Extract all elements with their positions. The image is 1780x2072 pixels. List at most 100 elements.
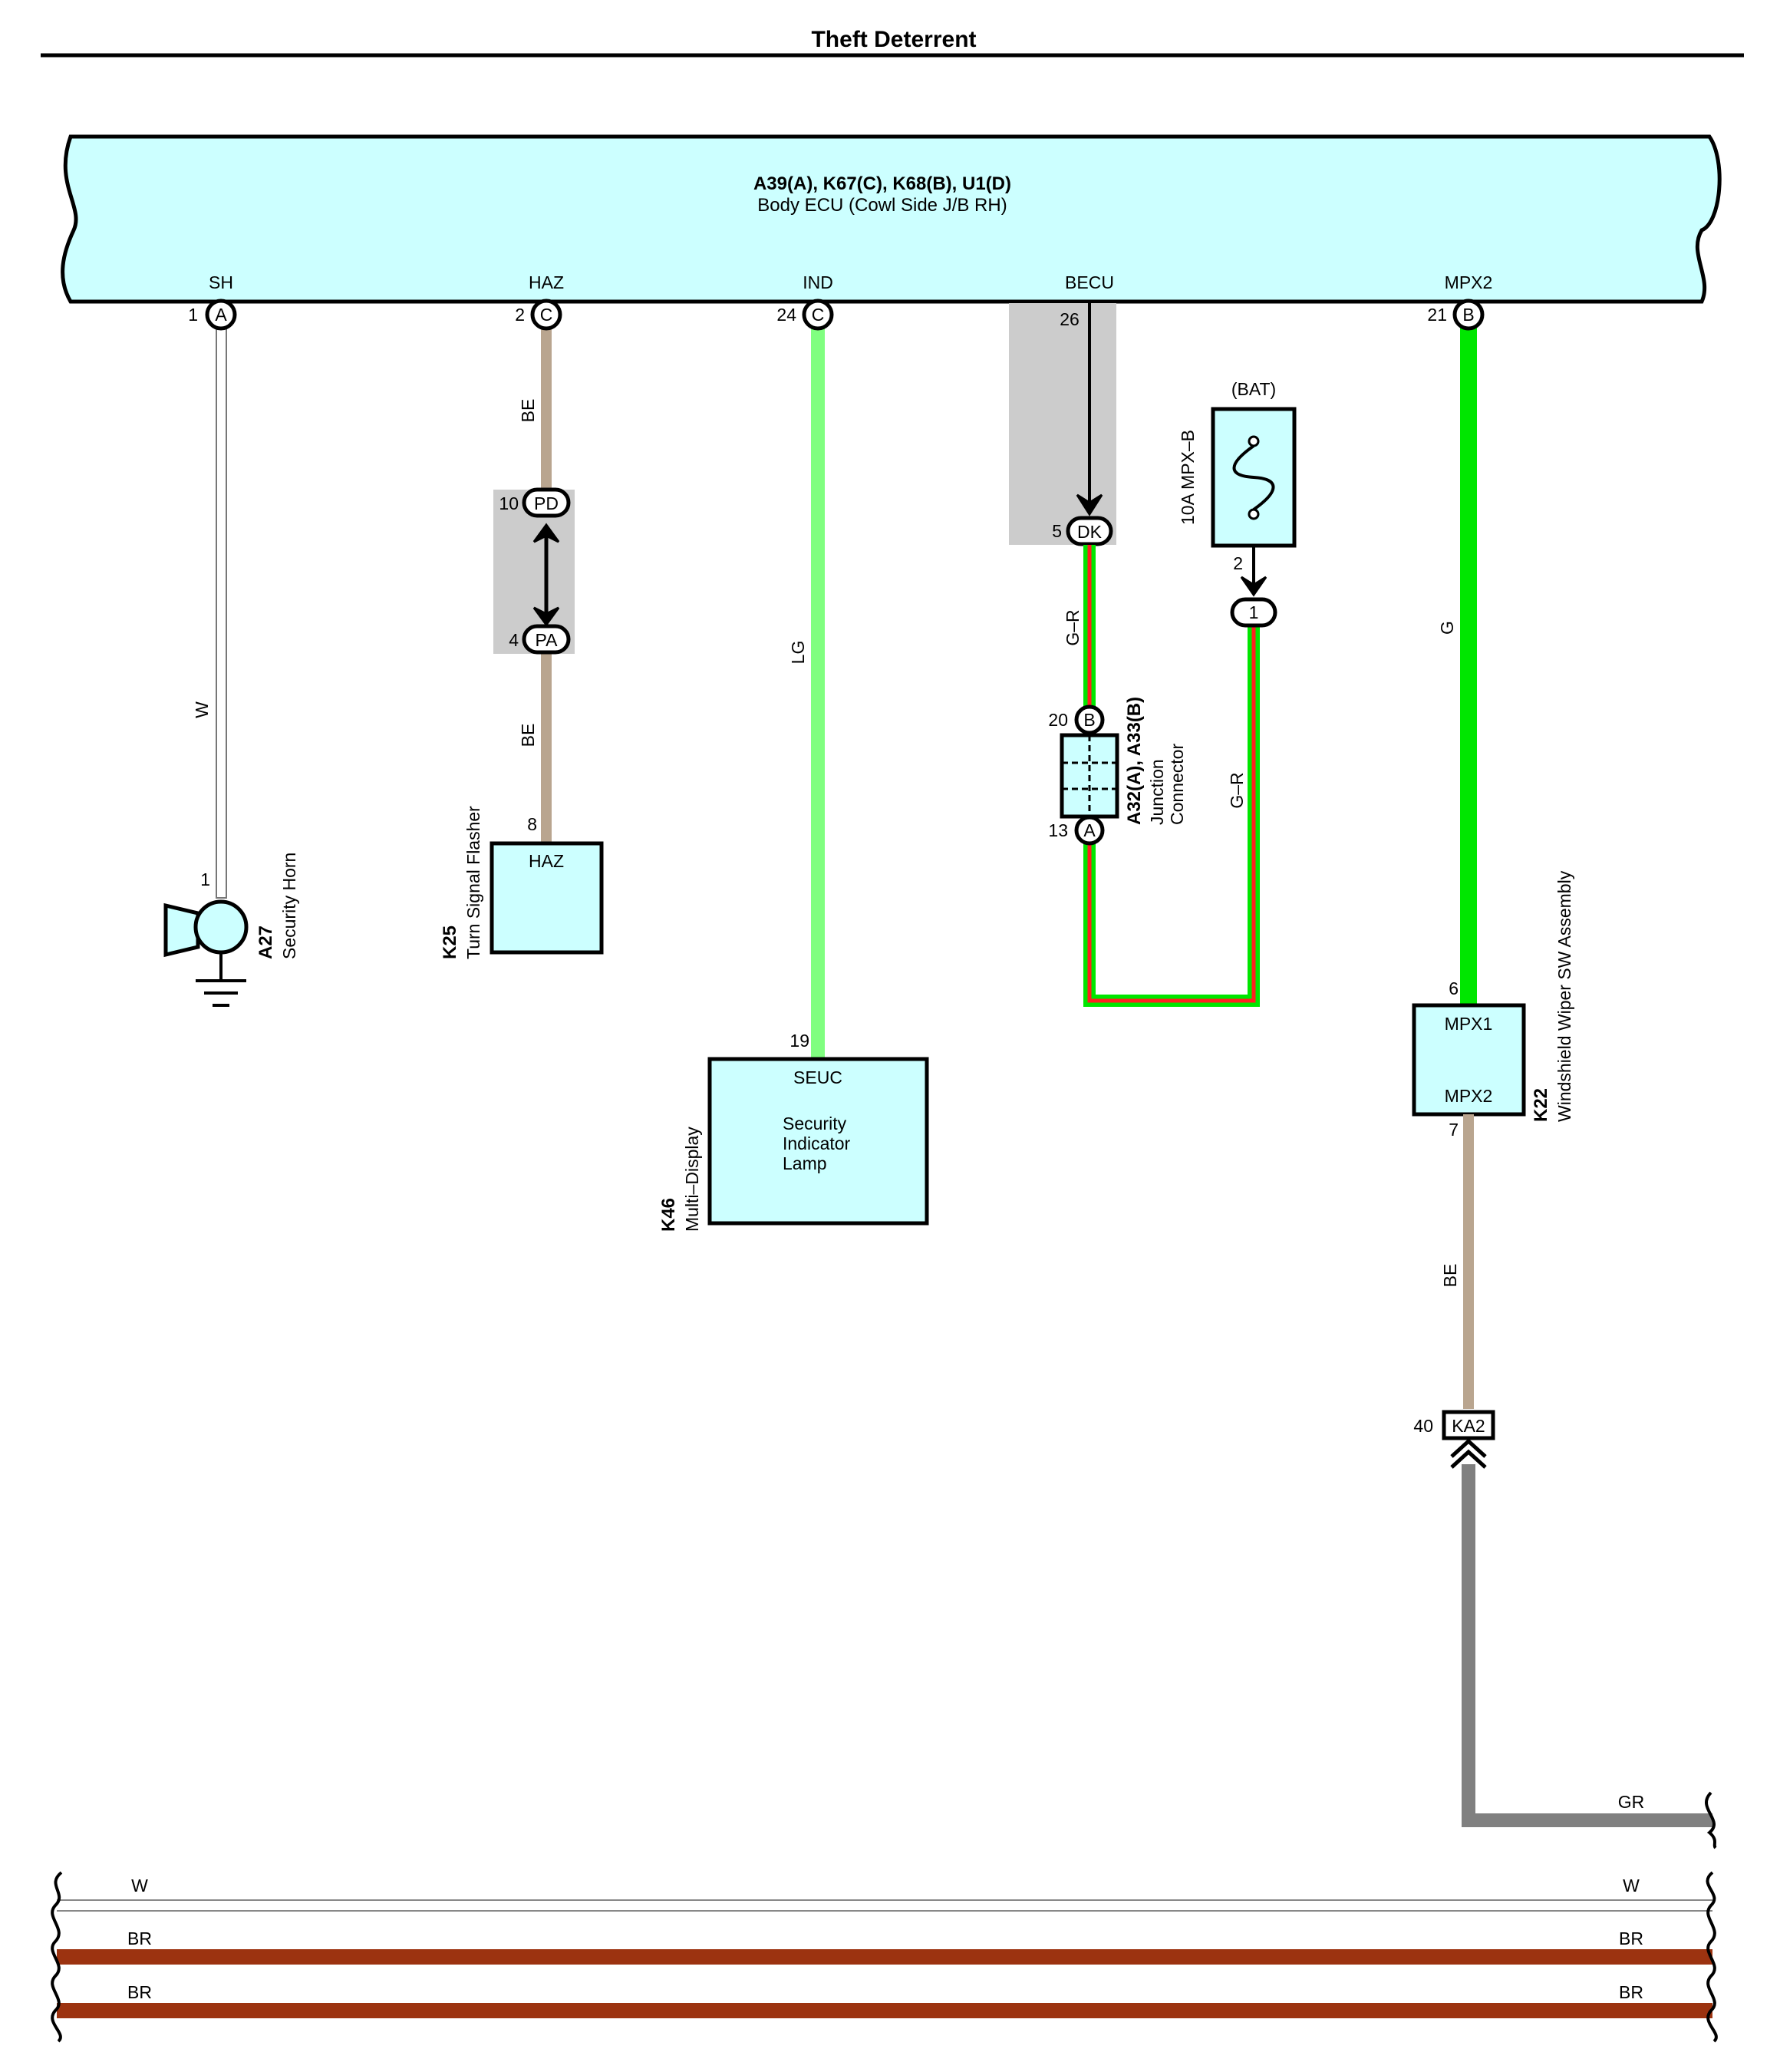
wire-sh-color: W (192, 701, 212, 718)
fuse-supply: (BAT) (1231, 379, 1276, 399)
wiper-name: Windshield Wiper SW Assembly (1554, 870, 1574, 1122)
junction-line-2: Connector (1167, 744, 1187, 825)
pin-pa (522, 624, 571, 655)
pin-haz-conn: C (540, 305, 553, 325)
body-ecu-block (61, 134, 1722, 304)
bus-break-left-icon (51, 1871, 63, 2043)
ecu-terminal-haz: HAZ (529, 272, 564, 292)
bus-br1-left: BR (127, 1928, 152, 1948)
wire-bat-color: G–R (1227, 772, 1247, 808)
wire-gr-color: GR (1618, 1792, 1645, 1812)
wiper-terminal-1: MPX1 (1445, 1014, 1493, 1034)
wire-mpx2-color: G (1437, 621, 1457, 635)
pin-sh (205, 299, 237, 331)
gr-break-icon (1705, 1791, 1717, 1849)
display-name: Multi–Display (682, 1127, 702, 1232)
pin-pa-name: PA (536, 630, 559, 650)
pin-ka2-name: KA2 (1452, 1416, 1485, 1436)
ecu-terminal-sh: SH (209, 272, 233, 292)
fuse-name: 10A MPX–B (1178, 430, 1198, 525)
pin-haz-num: 2 (515, 305, 525, 325)
wire-sh (216, 314, 227, 899)
pin-jc-b-num: 20 (1048, 710, 1068, 730)
flasher-code: K25 (440, 925, 460, 959)
horn-body (193, 899, 249, 955)
horn-name: Security Horn (279, 853, 299, 959)
bus-w-left: W (131, 1876, 148, 1895)
pin-pd (522, 487, 571, 518)
dk-arrow-icon (1076, 493, 1103, 516)
pin-ka2-num: 40 (1413, 1416, 1433, 1436)
horn-pin-num: 1 (200, 869, 210, 889)
display-code: K46 (658, 1198, 679, 1232)
pin-jc-b (1074, 704, 1105, 735)
pin-sh-conn: A (215, 305, 227, 325)
fuse-terminal-top (1248, 435, 1260, 447)
bus-w-right: W (1623, 1876, 1640, 1895)
pin-bat-out (1230, 597, 1277, 628)
pa-arrow-icon (532, 606, 560, 627)
wire-haz-upper-color: BE (518, 399, 538, 423)
pin-dk-name: DK (1077, 522, 1103, 542)
flasher-terminal: HAZ (529, 851, 564, 871)
display-pin-num: 19 (789, 1031, 809, 1051)
pin-haz (530, 299, 562, 331)
wire-haz-lower-color: BE (518, 724, 538, 747)
display-line-2: Indicator (783, 1133, 851, 1153)
pin-jc-a (1074, 815, 1105, 846)
wire-becu-color: G–R (1063, 609, 1083, 645)
multi-display (707, 1057, 929, 1226)
pd-arrow-icon (532, 523, 560, 543)
ecu-connectors: A39(A), K67(C), K68(B), U1(D) (753, 173, 1011, 194)
bus-line-w (57, 1899, 1712, 1912)
wire-gr (1462, 1464, 1712, 1827)
bus-br1-right: BR (1619, 1928, 1643, 1948)
wiper-terminal-2: MPX2 (1445, 1086, 1493, 1106)
ecu-name: Body ECU (Cowl Side J/B RH) (757, 195, 1007, 216)
wiper-code: K22 (1531, 1088, 1551, 1122)
wire-becu-gr (1083, 545, 1260, 1007)
wire-ind-color: LG (788, 641, 808, 665)
flasher-pin-num: 8 (527, 814, 537, 834)
wiper-out-pin-num: 7 (1449, 1120, 1459, 1140)
pin-bat-out-num: 2 (1233, 553, 1243, 573)
pin-dk-num: 5 (1052, 521, 1062, 541)
wire-mpx2 (1460, 315, 1477, 1005)
ecu-terminal-mpx2: MPX2 (1445, 272, 1493, 292)
bus-line-br-1 (57, 1949, 1712, 1965)
pin-bat-out-name: 1 (1249, 602, 1259, 622)
pin-dk (1066, 516, 1113, 546)
wire-ind (811, 315, 825, 1059)
junction-code: A32(A), A33(B) (1124, 697, 1145, 825)
display-line-1: Security (783, 1114, 847, 1133)
pin-ind-num: 24 (776, 305, 796, 325)
shield-becu (1009, 303, 1116, 545)
pin-jc-b-conn: B (1083, 710, 1095, 730)
pin-ka2 (1442, 1410, 1495, 1440)
pin-pd-name: PD (534, 493, 559, 513)
pin-mpx2-num: 21 (1427, 305, 1447, 325)
pin-sh-num: 1 (188, 305, 198, 325)
fuse-terminal-bottom (1248, 508, 1260, 520)
pin-ind (802, 299, 834, 331)
page-title: Theft Deterrent (811, 27, 976, 52)
horn-code: A27 (255, 925, 276, 959)
pin-pd-num: 10 (499, 493, 519, 513)
pin-mpx2-conn: B (1462, 305, 1474, 325)
wiper-in-pin-num: 6 (1449, 978, 1459, 998)
wire-wiper-lower (1463, 1114, 1474, 1409)
fuse-icon (1232, 444, 1275, 511)
pin-becu-num: 26 (1060, 309, 1080, 329)
wire-haz-lower (541, 640, 552, 843)
bus-break-right-icon (1706, 1871, 1718, 2043)
horn-icon (163, 902, 200, 958)
wire-wiper-lower-color: BE (1440, 1264, 1460, 1288)
bus-br2-left: BR (127, 1982, 152, 2002)
pin-pa-num: 4 (509, 630, 519, 650)
pin-mpx2 (1452, 299, 1485, 331)
bus-br2-right: BR (1619, 1982, 1643, 2002)
pin-jc-a-conn: A (1083, 820, 1096, 840)
flasher-name: Turn Signal Flasher (463, 806, 483, 959)
bat-arrow-icon (1240, 576, 1267, 597)
